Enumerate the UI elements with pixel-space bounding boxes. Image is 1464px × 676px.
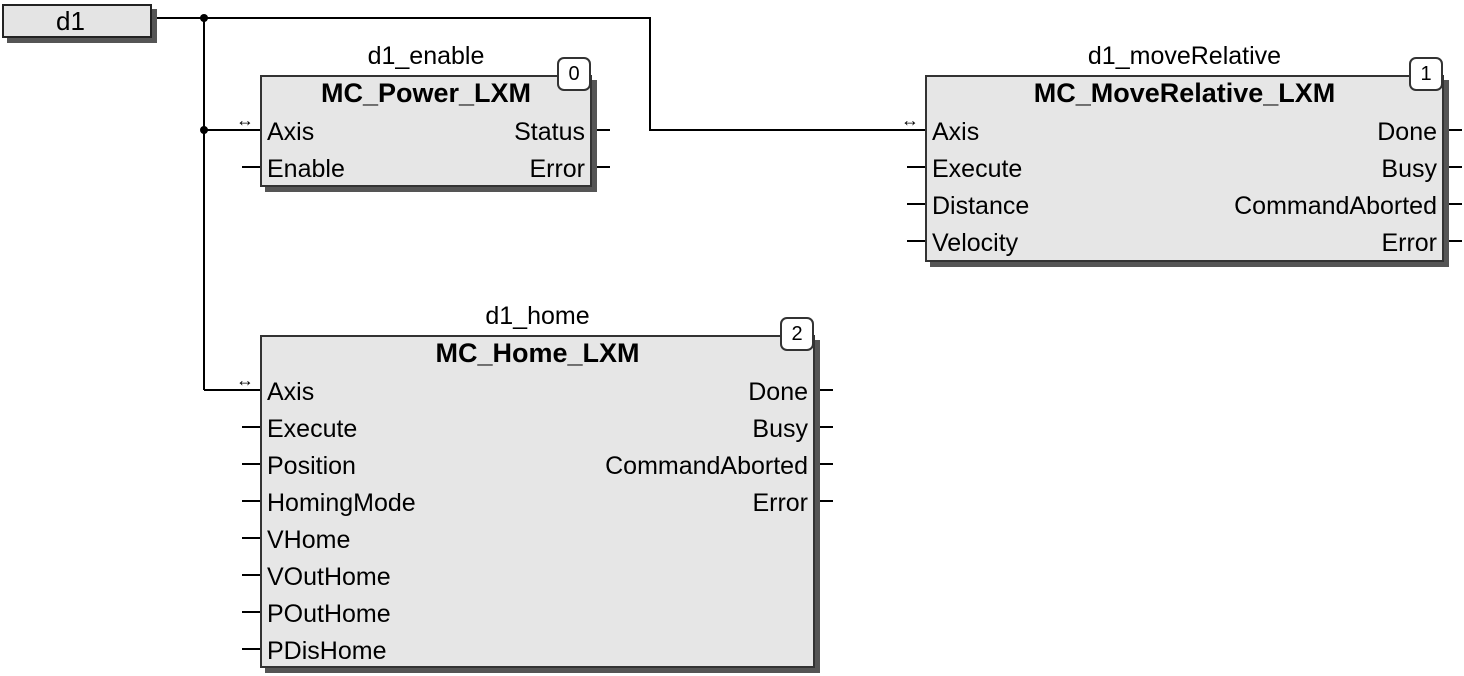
pin-input-execute[interactable]: Execute [267,415,358,443]
variable-d1[interactable]: d1 [2,4,152,38]
pin-input-homingmode[interactable]: HomingMode [267,489,416,517]
pin-input-pouthome[interactable]: POutHome [267,600,391,628]
pin-output-busy[interactable]: Busy [752,415,808,443]
wire-d1-to-moverelative-axis [152,17,925,131]
block-type-name: MC_MoveRelative_LXM [1033,78,1336,108]
pin-input-pdishome[interactable]: PDisHome [267,637,387,665]
pin-output-error[interactable]: Error [752,489,808,517]
junction-dot [200,14,208,22]
pin-input-enable[interactable]: Enable [267,155,345,183]
pin-input-position[interactable]: Position [267,452,356,480]
pin-input-distance[interactable]: Distance [932,192,1030,220]
execution-order-badge: 0 [557,57,591,91]
pin-input-axis[interactable]: Axis [267,118,315,146]
pin-input-axis[interactable]: Axis [267,378,315,406]
pin-input-vhome[interactable]: VHome [267,526,351,554]
block-type-name: MC_Home_LXM [435,338,640,368]
pin-output-error[interactable]: Error [1381,229,1437,257]
function-block-mc-home[interactable]: MC_Home_LXM 2 Axis Execute Position Homi… [260,317,815,668]
bidirectional-arrow-icon: ↔ [236,110,254,130]
execution-order-badge: 2 [780,317,814,351]
pin-output-busy[interactable]: Busy [1381,155,1437,183]
function-block-mc-moverelative[interactable]: MC_MoveRelative_LXM 1 Axis Execute Dista… [925,57,1444,262]
execution-order-badge: 1 [1409,57,1443,91]
pin-output-done[interactable]: Done [748,378,808,406]
pin-input-execute[interactable]: Execute [932,155,1023,183]
pin-output-commandaborted[interactable]: CommandAborted [605,452,808,480]
junction-dot [200,126,208,134]
block-instance-name: d1_home [485,302,590,330]
pin-input-vouthome[interactable]: VOutHome [267,563,391,591]
block-instance-name: d1_moveRelative [1087,42,1282,70]
pin-output-status[interactable]: Status [514,118,585,146]
pin-output-commandaborted[interactable]: CommandAborted [1234,192,1437,220]
pin-input-velocity[interactable]: Velocity [932,229,1019,257]
pin-output-error[interactable]: Error [529,155,585,183]
function-block-mc-power[interactable]: MC_Power_LXM 0 Axis Enable Status Error [260,57,592,187]
block-instance-name: d1_enable [367,42,485,70]
bidirectional-arrow-icon: ↔ [901,110,919,130]
bidirectional-arrow-icon: ↔ [236,370,254,390]
pin-input-axis[interactable]: Axis [932,118,980,146]
block-type-name: MC_Power_LXM [320,78,532,108]
pin-output-done[interactable]: Done [1377,118,1437,146]
